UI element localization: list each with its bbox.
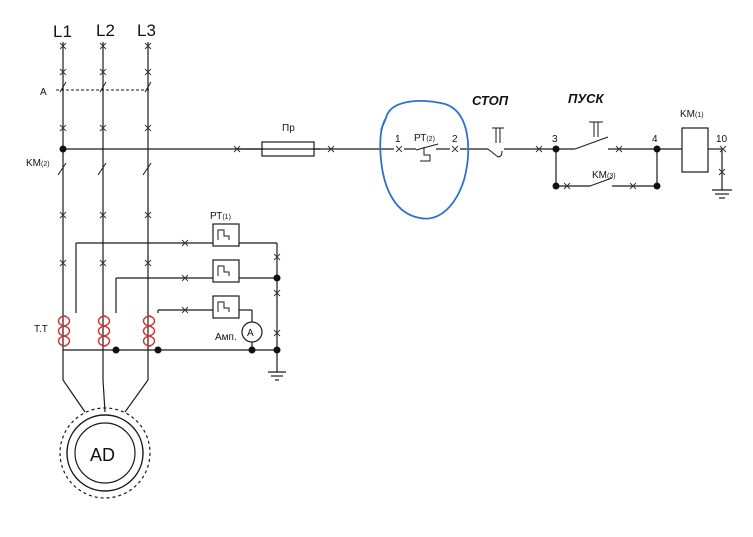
label-switch-a: A [40,87,47,98]
label-node-1: 1 [395,134,401,145]
relay-section [63,223,278,372]
label-fuse: Пр [282,123,295,134]
label-node-2: 2 [452,134,458,145]
control-circuit [63,121,723,190]
label-l2: L2 [96,21,115,40]
label-rt2: РТ(2) [414,133,435,144]
label-node-3: 3 [552,134,558,145]
ammeter: A [241,321,263,343]
label-motor: AD [90,445,115,465]
label-km2: KM(2) [26,158,50,169]
phase-lines [56,42,152,413]
annotation-circle [379,100,470,220]
junction-dots [59,145,661,354]
label-stop: СТОП [472,93,509,108]
current-transformer-coils [57,315,156,347]
ground-icon-bus [268,371,286,381]
ammeter-symbol: A [247,328,254,339]
control-cross-marks [233,145,727,190]
label-ammeter: Амп. [215,332,237,343]
label-current-transformer: Т.Т [34,324,48,335]
label-l3: L3 [137,21,156,40]
cross-marks [59,42,152,267]
relay-rt1-c [212,295,240,319]
coil-km1 [681,127,709,173]
label-km1: KM(1) [680,109,704,120]
relay-rt1-b [212,259,240,283]
label-node-4: 4 [652,134,658,145]
label-l1: L1 [53,22,72,41]
label-node-10: 10 [716,134,728,145]
motor-ad: AD [59,407,151,499]
relay-rt1-a [212,223,240,247]
label-rt1: РТ(1) [210,211,231,222]
ground-icon [712,189,732,199]
label-start: ПУСК [568,91,605,106]
label-km3: KM(3) [592,170,616,181]
